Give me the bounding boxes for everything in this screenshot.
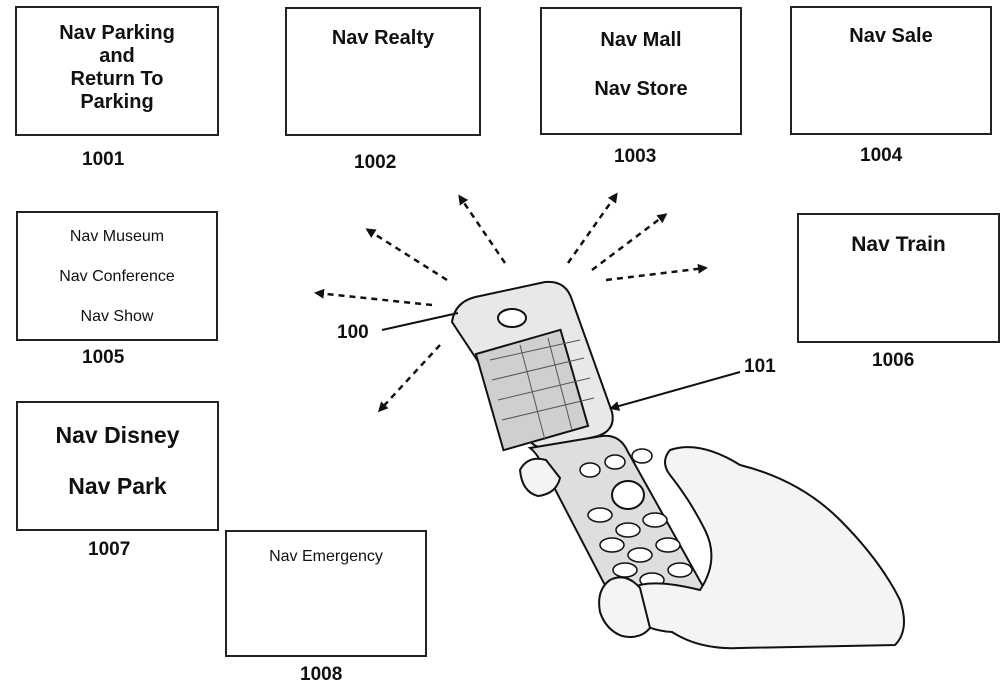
box-1008: Nav Emergency (225, 530, 427, 657)
box-1005-line-3: Nav Show (80, 308, 154, 325)
signal-arrow-4 (591, 213, 668, 271)
box-1006-line-1: Nav Train (851, 233, 946, 256)
hand-finger (518, 457, 562, 498)
signal-arrow-6 (314, 288, 433, 307)
box-1005-number: 1005 (82, 347, 125, 368)
box-1005-line-1: Nav Museum (69, 228, 165, 245)
signal-arrow-1 (365, 228, 448, 282)
box-1007-line-1: Nav Disney (55, 422, 180, 448)
box-1002-number: 1002 (354, 152, 397, 173)
box-1007-line-2: Nav Park (68, 473, 167, 499)
box-1001-line-4: Parking (80, 91, 154, 113)
signal-arrow-2 (458, 194, 507, 264)
box-1008-line-1: Nav Emergency (269, 548, 383, 565)
box-1003: Nav Mall Nav Store (540, 7, 742, 135)
box-1008-number: 1008 (300, 664, 343, 685)
box-1004: Nav Sale (790, 6, 992, 135)
box-1006-number: 1006 (872, 350, 915, 371)
phone-speaker (497, 308, 527, 328)
box-1006: Nav Train (797, 213, 1000, 343)
phone (450, 280, 708, 630)
leader-line-101 (609, 371, 741, 411)
box-1002-line-1: Nav Realty (331, 27, 435, 49)
signal-arrows (314, 192, 708, 413)
hand-palm (624, 446, 905, 650)
box-1003-line-2: Nav Store (594, 78, 688, 100)
box-1003-number: 1003 (614, 146, 657, 167)
hand-thumb (598, 576, 652, 638)
label-device-100: 100 (337, 322, 369, 343)
box-1001-line-3: Return To (70, 68, 164, 90)
box-1001-number: 1001 (82, 149, 125, 170)
box-1004-line-1: Nav Sale (849, 25, 933, 47)
box-1005: Nav Museum Nav Conference Nav Show (16, 211, 218, 341)
box-1007: Nav Disney Nav Park (16, 401, 219, 531)
label-screen-101: 101 (744, 356, 776, 377)
hand (518, 446, 905, 650)
box-1004-number: 1004 (860, 145, 903, 166)
box-1003-line-1: Nav Mall (600, 29, 682, 51)
box-1001: Nav Parking and Return To Parking (15, 6, 219, 136)
box-1001-line-1: Nav Parking (59, 22, 175, 44)
box-1005-line-2: Nav Conference (59, 268, 175, 285)
box-1007-number: 1007 (88, 539, 131, 560)
leader-line-100 (381, 312, 459, 331)
box-1001-line-2: and (99, 45, 135, 67)
signal-arrow-3 (566, 192, 618, 264)
box-1002: Nav Realty (285, 7, 481, 136)
signal-arrow-5 (605, 263, 708, 282)
signal-arrow-7 (377, 344, 441, 413)
